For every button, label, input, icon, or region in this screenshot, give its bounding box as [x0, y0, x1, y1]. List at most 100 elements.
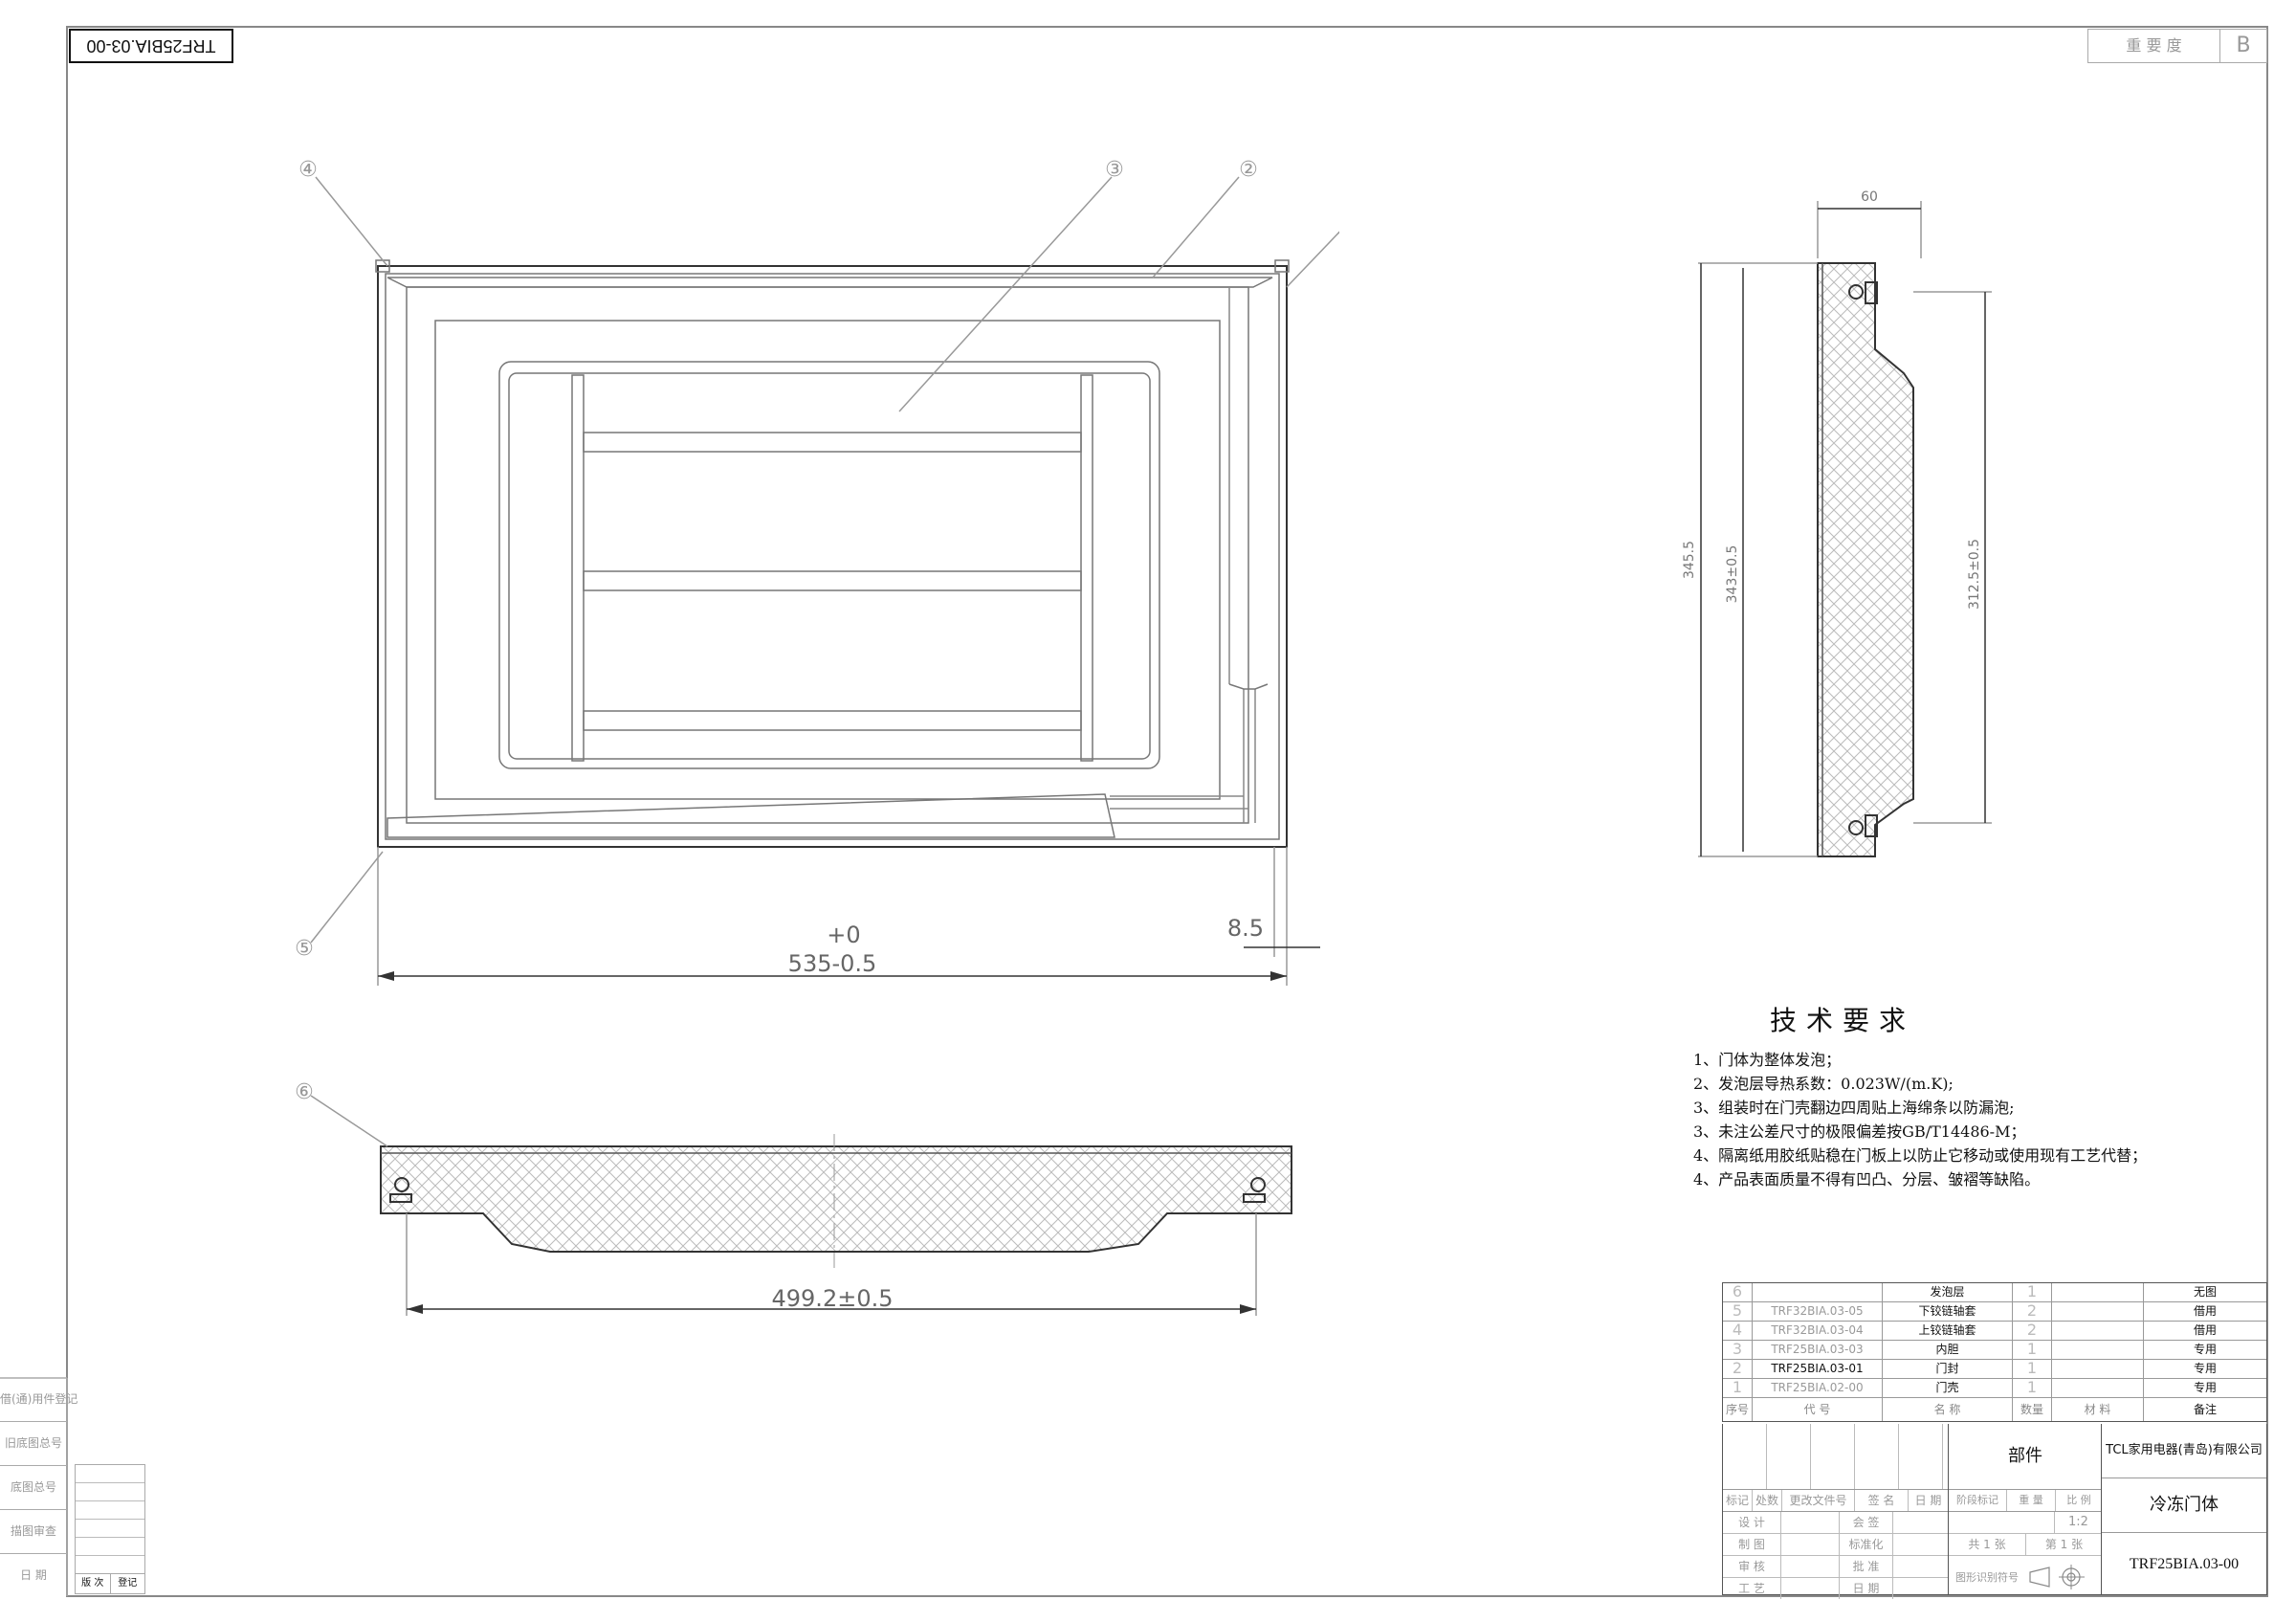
- bom-mat: [2051, 1283, 2143, 1301]
- front-view-outline: [375, 259, 1290, 848]
- front-dim-offset: 8.5: [1227, 915, 1264, 942]
- balloon-2: ②: [1239, 158, 1258, 182]
- bom-row: 5 TRF32BIA.03-05 下铰链轴套 2 借用: [1723, 1302, 2266, 1322]
- rev-col: 更改文件号: [1781, 1490, 1854, 1511]
- bom-code: TRF32BIA.03-04: [1752, 1322, 1882, 1340]
- sheet-number: 第 1 张: [2025, 1534, 2102, 1555]
- sign-label: 标准化: [1839, 1534, 1892, 1555]
- front-dimension: +0 535-0.5 8.5: [377, 847, 1320, 986]
- requirement-item: 3、未注公差尺寸的极限偏差按GB/T14486-M；: [1693, 1122, 2026, 1141]
- bom-qty: 1: [2012, 1360, 2051, 1378]
- rev-col: 标记: [1725, 1494, 1749, 1507]
- side-outline: [1817, 262, 1914, 857]
- bom-header-note: 备注: [2143, 1398, 2266, 1421]
- requirement-item: 1、门体为整体发泡；: [1693, 1051, 1842, 1069]
- balloon-5: ⑤: [295, 937, 314, 961]
- section-leader: ⑥: [295, 1080, 388, 1147]
- symbol-label: 图形识别符号: [1955, 1571, 2019, 1584]
- side-dim-outer: 343±0.5: [1725, 545, 1740, 604]
- left-margin: 借(通)用件登记 旧底图总号 底图总号 描图审查 日 期: [0, 1378, 77, 1596]
- sign-row: 审 核 批 准: [1723, 1556, 1948, 1578]
- bom-row: 4 TRF32BIA.03-04 上铰链轴套 2 借用: [1723, 1322, 2266, 1341]
- bom-note: 专用: [2143, 1360, 2266, 1378]
- revision-grid: 标记 处数 更改文件号 签 名 日 期 设 计 会 签 制 图 标准化 审 核 …: [1723, 1424, 1948, 1599]
- stage-col: 比 例: [2055, 1490, 2102, 1511]
- margin-label: 旧底图总号: [0, 1422, 67, 1466]
- bom-name: 上铰链轴套: [1882, 1322, 2012, 1340]
- section-dim-width: 499.2±0.5: [772, 1285, 894, 1312]
- sign-row: 设 计 会 签: [1723, 1512, 1948, 1534]
- front-view: ④ ③ ② ① ⑤ +0 535-0.5 8.5: [295, 158, 1339, 986]
- stage-header: 阶段标记 重 量 比 例: [1949, 1490, 2102, 1512]
- sign-label: 日 期: [1839, 1578, 1892, 1599]
- requirement-item: 2、发泡层导热系数：0.023W/(m.K);: [1693, 1075, 1954, 1093]
- bom-note: 借用: [2143, 1302, 2266, 1321]
- sheet-count: 共 1 张: [1968, 1538, 2006, 1551]
- sign-label: 审 核: [1738, 1560, 1765, 1573]
- bom-code: TRF25BIA.03-03: [1752, 1341, 1882, 1359]
- bom-code: TRF25BIA.03-01: [1752, 1360, 1882, 1378]
- balloon-3: ③: [1105, 158, 1124, 182]
- title-middle: 部件 阶段标记 重 量 比 例 1:2 共 1 张 第 1 张 图形识别符号: [1948, 1424, 2102, 1594]
- stage-col: 阶段标记: [1956, 1494, 1998, 1506]
- bom-header-row: 序号 代 号 名 称 数量 材 料 备注: [1723, 1398, 2266, 1421]
- front-dim-tol: +0: [827, 922, 860, 948]
- bom-name: 发泡层: [1882, 1283, 2012, 1301]
- margin-box-label: 登记: [109, 1574, 145, 1593]
- bom-mat: [2051, 1379, 2143, 1397]
- margin-label: 描图审查: [0, 1510, 67, 1554]
- stage-col: 重 量: [2006, 1490, 2055, 1511]
- margin-small-box: 版 次 登记: [75, 1464, 145, 1594]
- bom-header-no: 序号: [1725, 1403, 1749, 1416]
- bom-mat: [2051, 1322, 2143, 1340]
- side-dim-inner: 312.5±0.5: [1967, 539, 1982, 610]
- bom-header-mat: 材 料: [2051, 1398, 2143, 1421]
- requirement-item: 4、产品表面质量不得有凹凸、分层、皱褶等缺陷。: [1693, 1170, 2041, 1189]
- bom-no: 2: [1732, 1360, 1743, 1377]
- part-type: 部件: [1949, 1424, 2102, 1490]
- bom-qty: 2: [2012, 1302, 2051, 1321]
- margin-label: 借(通)用件登记: [0, 1378, 77, 1422]
- bom-qty: 1: [2012, 1283, 2051, 1301]
- bom-name: 内胆: [1882, 1341, 2012, 1359]
- balloon-4: ④: [298, 158, 318, 182]
- requirement-item: 4、隔离纸用胶纸贴稳在门板上以防止它移动或使用现有工艺代替；: [1693, 1146, 2148, 1165]
- bom-row: 3 TRF25BIA.03-03 内胆 1 专用: [1723, 1341, 2266, 1360]
- company-name: TCL家用电器(青岛)有限公司: [2102, 1424, 2266, 1478]
- bom-code: TRF25BIA.02-00: [1752, 1379, 1882, 1397]
- sign-row: 工 艺 日 期: [1723, 1578, 1948, 1599]
- margin-label: 底图总号: [0, 1466, 67, 1510]
- side-view: 60 345.5 343±0.5 312.5±0.5: [1682, 189, 1992, 857]
- balloon-6: ⑥: [295, 1080, 314, 1104]
- bom-mat: [2051, 1360, 2143, 1378]
- bom-note: 无图: [2143, 1283, 2266, 1301]
- bom-mat: [2051, 1302, 2143, 1321]
- bom-table: 6 发泡层 1 无图 5 TRF32BIA.03-05 下铰链轴套 2 借用 4…: [1722, 1282, 2267, 1422]
- importance-grade: B: [2236, 33, 2251, 57]
- revision-header: 标记 处数 更改文件号 签 名 日 期: [1723, 1490, 1948, 1512]
- bom-row: 6 发泡层 1 无图: [1723, 1283, 2266, 1302]
- bom-code: TRF32BIA.03-05: [1752, 1302, 1882, 1321]
- front-leader-lines: [310, 176, 1339, 944]
- title-block: 标记 处数 更改文件号 签 名 日 期 设 计 会 签 制 图 标准化 审 核 …: [1722, 1424, 2267, 1599]
- bom-name: 门封: [1882, 1360, 2012, 1378]
- bom-qty: 1: [2012, 1379, 2051, 1397]
- sign-label: 工 艺: [1738, 1582, 1765, 1595]
- bom-mat: [2051, 1341, 2143, 1359]
- rev-col: 签 名: [1854, 1490, 1908, 1511]
- section-view: ⑥ 499.2±0.5: [295, 1080, 1292, 1316]
- rev-col: 日 期: [1908, 1490, 1948, 1511]
- front-balloons: ④ ③ ② ① ⑤: [295, 158, 1258, 961]
- bom-name: 下铰链轴套: [1882, 1302, 2012, 1321]
- section-dimension: 499.2±0.5: [406, 1213, 1257, 1316]
- bom-note: 专用: [2143, 1341, 2266, 1359]
- side-dim-thickness: 60: [1861, 189, 1878, 205]
- side-dimensions: 60 345.5 343±0.5 312.5±0.5: [1682, 189, 1992, 857]
- bom-header-qty: 数量: [2012, 1398, 2051, 1421]
- requirements-title: 技术要求: [1770, 1005, 1916, 1036]
- drawing-number: TRF25BIA.03-00: [2129, 1556, 2240, 1572]
- sign-row: 制 图 标准化: [1723, 1534, 1948, 1556]
- bom-code: [1752, 1283, 1882, 1301]
- projection-symbol-icon: [2029, 1565, 2085, 1589]
